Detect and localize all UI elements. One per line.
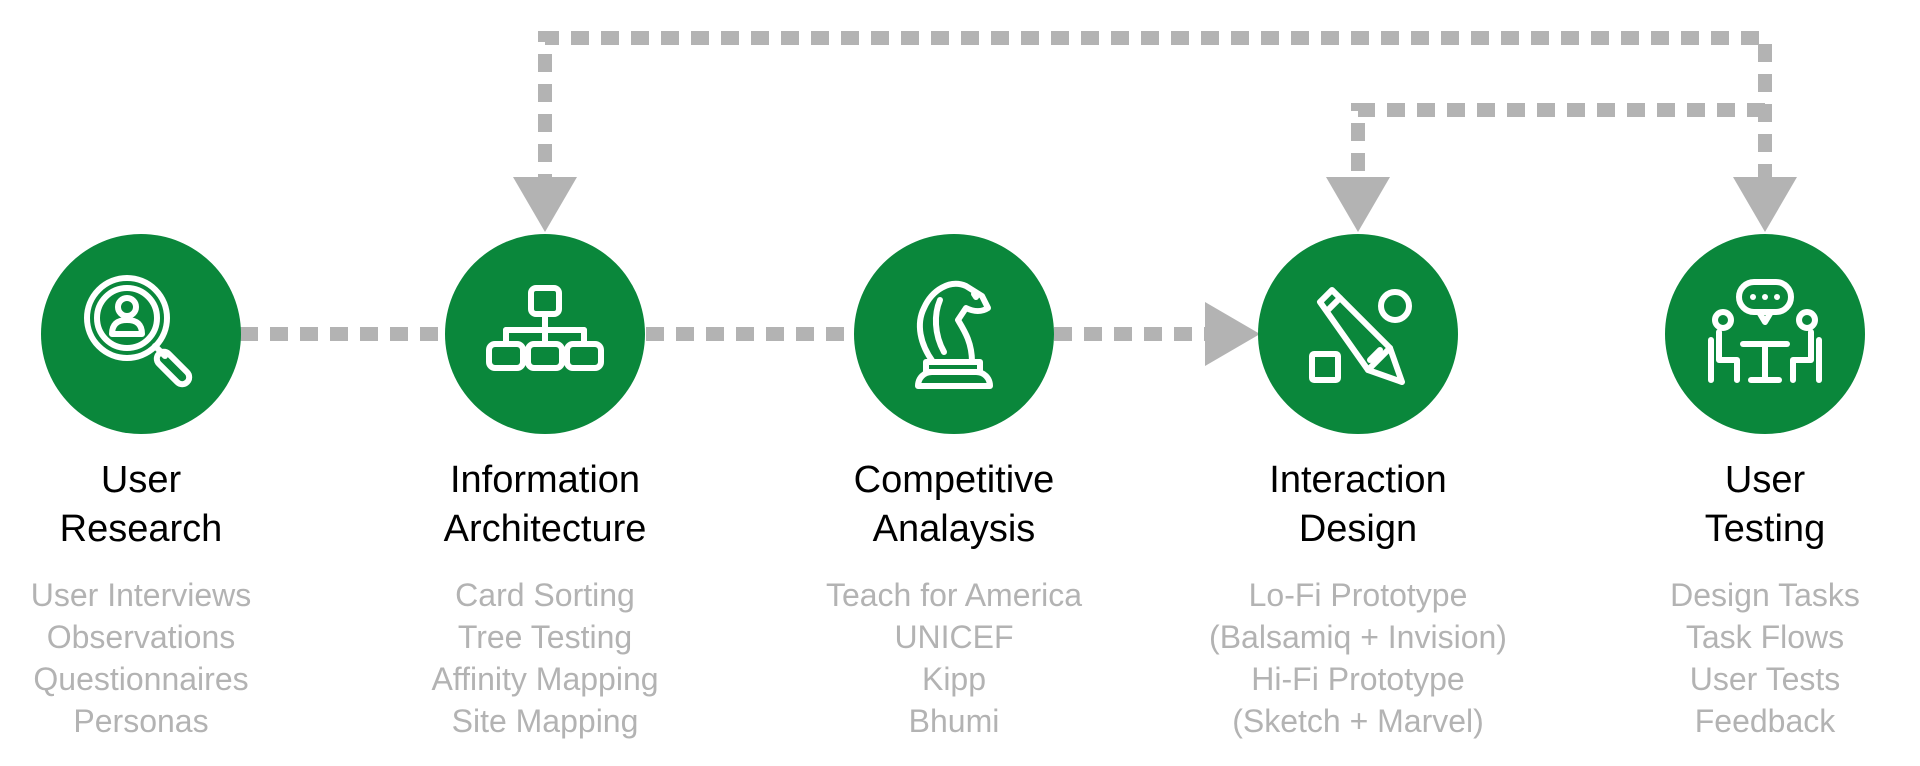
list-item: Affinity Mapping — [431, 661, 659, 697]
list-item: (Balsamiq + Invision) — [1209, 619, 1507, 655]
list-item: Design Tasks — [1670, 577, 1860, 613]
stage-activity-list: Card Sorting Tree Testing Affinity Mappi… — [345, 574, 745, 742]
list-item: UNICEF — [894, 619, 1014, 655]
stage-node — [445, 234, 645, 434]
stage-node — [1665, 234, 1865, 434]
stage-title-line1: User — [100, 459, 182, 501]
list-item: Observations — [46, 619, 236, 655]
stage-node — [854, 234, 1054, 434]
stage-title-line1: Information — [449, 459, 641, 501]
arrowhead-into-user-testing — [1733, 177, 1797, 232]
chess-knight-icon — [854, 234, 1054, 434]
stage-node — [41, 234, 241, 434]
list-item: Lo-Fi Prototype — [1248, 577, 1468, 613]
user-search-icon — [41, 234, 241, 434]
stage-title-line2: Architecture — [443, 508, 647, 550]
stage-title-line1: User — [1724, 459, 1806, 501]
stage-title-line2: Analaysis — [872, 508, 1036, 550]
stage-title-line1: Interaction — [1269, 459, 1447, 501]
list-item: Bhumi — [908, 703, 1000, 739]
stage-competitive-analysis: Competitive Analaysis Teach for America … — [754, 0, 1154, 766]
stage-activity-list: User Interviews Observations Questionnai… — [0, 574, 341, 742]
connector-testing-to-interaction — [1351, 103, 1765, 182]
arrowhead-into-information-architecture — [513, 177, 577, 232]
arrowhead-into-interaction-design — [1205, 302, 1260, 366]
pencil-shapes-icon — [1258, 234, 1458, 434]
stage-title-line2: Research — [59, 508, 223, 550]
list-item: Questionnaires — [33, 661, 249, 697]
list-item: User Interviews — [30, 577, 252, 613]
stage-activity-list: Teach for America UNICEF Kipp Bhumi — [754, 574, 1154, 742]
list-item: Teach for America — [825, 577, 1083, 613]
stage-node — [1258, 234, 1458, 434]
list-item: (Sketch + Marvel) — [1232, 703, 1484, 739]
arrowhead-into-interaction-design-top — [1326, 177, 1390, 232]
stage-title-line1: Competitive — [853, 459, 1055, 501]
stage-activity-list: Lo-Fi Prototype (Balsamiq + Invision) Hi… — [1158, 574, 1558, 742]
list-item: Card Sorting — [455, 577, 635, 613]
stage-user-testing: User Testing Design Tasks Task Flows Use… — [1565, 0, 1920, 766]
stage-user-research: User Research User Interviews Observatio… — [0, 0, 341, 766]
list-item: Site Mapping — [451, 703, 639, 739]
list-item: Feedback — [1694, 703, 1836, 739]
stage-interaction-design: Interaction Design Lo-Fi Prototype (Bals… — [1158, 0, 1558, 766]
stage-title-line2: Design — [1298, 508, 1418, 550]
list-item: Personas — [73, 703, 209, 739]
sitemap-icon — [445, 234, 645, 434]
meeting-chat-icon — [1665, 234, 1865, 434]
list-item: Task Flows — [1685, 619, 1845, 655]
list-item: Kipp — [921, 661, 987, 697]
list-item: User Tests — [1689, 661, 1841, 697]
list-item: Tree Testing — [457, 619, 633, 655]
stage-activity-list: Design Tasks Task Flows User Tests Feedb… — [1565, 574, 1920, 742]
list-item: Hi-Fi Prototype — [1251, 661, 1465, 697]
stage-title-line2: Testing — [1704, 508, 1826, 550]
stage-information-architecture: Information Architecture Card Sorting Tr… — [345, 0, 745, 766]
